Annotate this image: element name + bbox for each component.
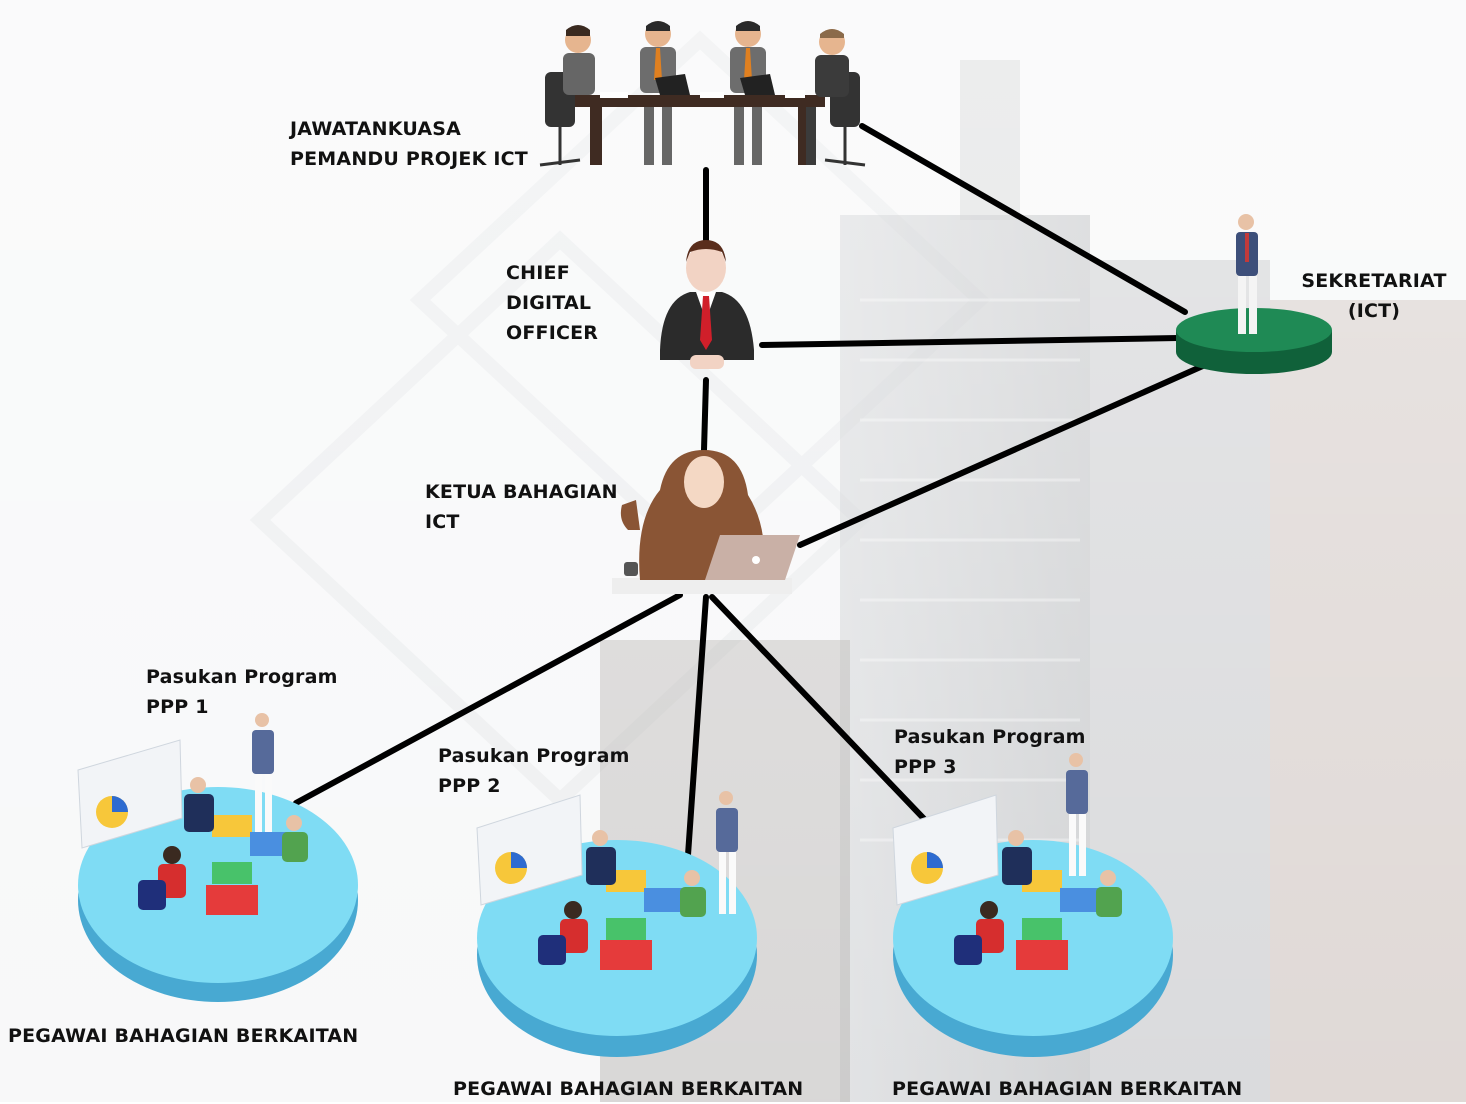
label-head-line-2: ICT bbox=[425, 511, 460, 533]
connectors bbox=[293, 123, 1208, 858]
connector-cdo-secretariat bbox=[759, 335, 1181, 348]
label-ppp2-line-1: Pasukan Program bbox=[438, 745, 630, 767]
connector-head-ppp1 bbox=[293, 592, 683, 806]
connector-head-secretariat bbox=[797, 362, 1208, 548]
label-cdo-line-2: DIGITAL bbox=[506, 292, 592, 314]
label-ppp3-title: Pasukan Program PPP 3 bbox=[894, 722, 1086, 782]
label-ppp2-line-2: PPP 2 bbox=[438, 775, 501, 797]
label-ppp2-footer-text: PEGAWAI BAHAGIAN BERKAITAN bbox=[453, 1078, 804, 1100]
label-head-line-1: KETUA BAHAGIAN bbox=[425, 481, 618, 503]
label-secretariat-line-2: (ICT) bbox=[1347, 300, 1401, 322]
label-ppp1-line-1: Pasukan Program bbox=[146, 666, 338, 688]
connector-committee-secretariat bbox=[859, 123, 1188, 315]
label-committee-line-1: JAWATANKUASA bbox=[290, 118, 462, 140]
team-platform-icon bbox=[77, 713, 1173, 1057]
label-ppp1-title: Pasukan Program PPP 1 bbox=[146, 662, 338, 722]
label-head: KETUA BAHAGIAN ICT bbox=[425, 477, 618, 537]
label-ppp3-footer: PEGAWAI BAHAGIAN BERKAITAN bbox=[892, 1074, 1242, 1104]
secretariat-person-icon bbox=[1176, 214, 1332, 374]
label-ppp2-title: Pasukan Program PPP 2 bbox=[438, 741, 630, 801]
connector-head-ppp2 bbox=[685, 594, 709, 858]
label-ppp3-line-1: Pasukan Program bbox=[894, 726, 1086, 748]
label-ppp2-footer: PEGAWAI BAHAGIAN BERKAITAN bbox=[453, 1074, 803, 1104]
label-secretariat-line-1: SEKRETARIAT bbox=[1301, 270, 1447, 292]
label-committee: JAWATANKUASA PEMANDU PROJEK ICT bbox=[290, 114, 528, 174]
label-cdo-line-1: CHIEF bbox=[506, 262, 570, 284]
label-cdo: CHIEF DIGITAL OFFICER bbox=[506, 258, 598, 348]
label-ppp3-line-2: PPP 3 bbox=[894, 756, 957, 778]
meeting-table-icon bbox=[539, 21, 866, 167]
label-ppp1-line-2: PPP 1 bbox=[146, 696, 209, 718]
woman-laptop-icon bbox=[612, 450, 800, 594]
label-ppp3-footer-text: PEGAWAI BAHAGIAN BERKAITAN bbox=[892, 1078, 1243, 1100]
executive-icon bbox=[660, 240, 754, 369]
label-ppp1-footer-text: PEGAWAI BAHAGIAN BERKAITAN bbox=[8, 1025, 359, 1047]
label-secretariat: SEKRETARIAT (ICT) bbox=[1298, 266, 1450, 326]
label-cdo-line-3: OFFICER bbox=[506, 322, 599, 344]
connector-cdo-head bbox=[701, 377, 709, 453]
label-committee-line-2: PEMANDU PROJEK ICT bbox=[290, 148, 528, 170]
label-ppp1-footer: PEGAWAI BAHAGIAN BERKAITAN bbox=[8, 1021, 358, 1051]
connector-head-ppp3 bbox=[709, 594, 931, 826]
